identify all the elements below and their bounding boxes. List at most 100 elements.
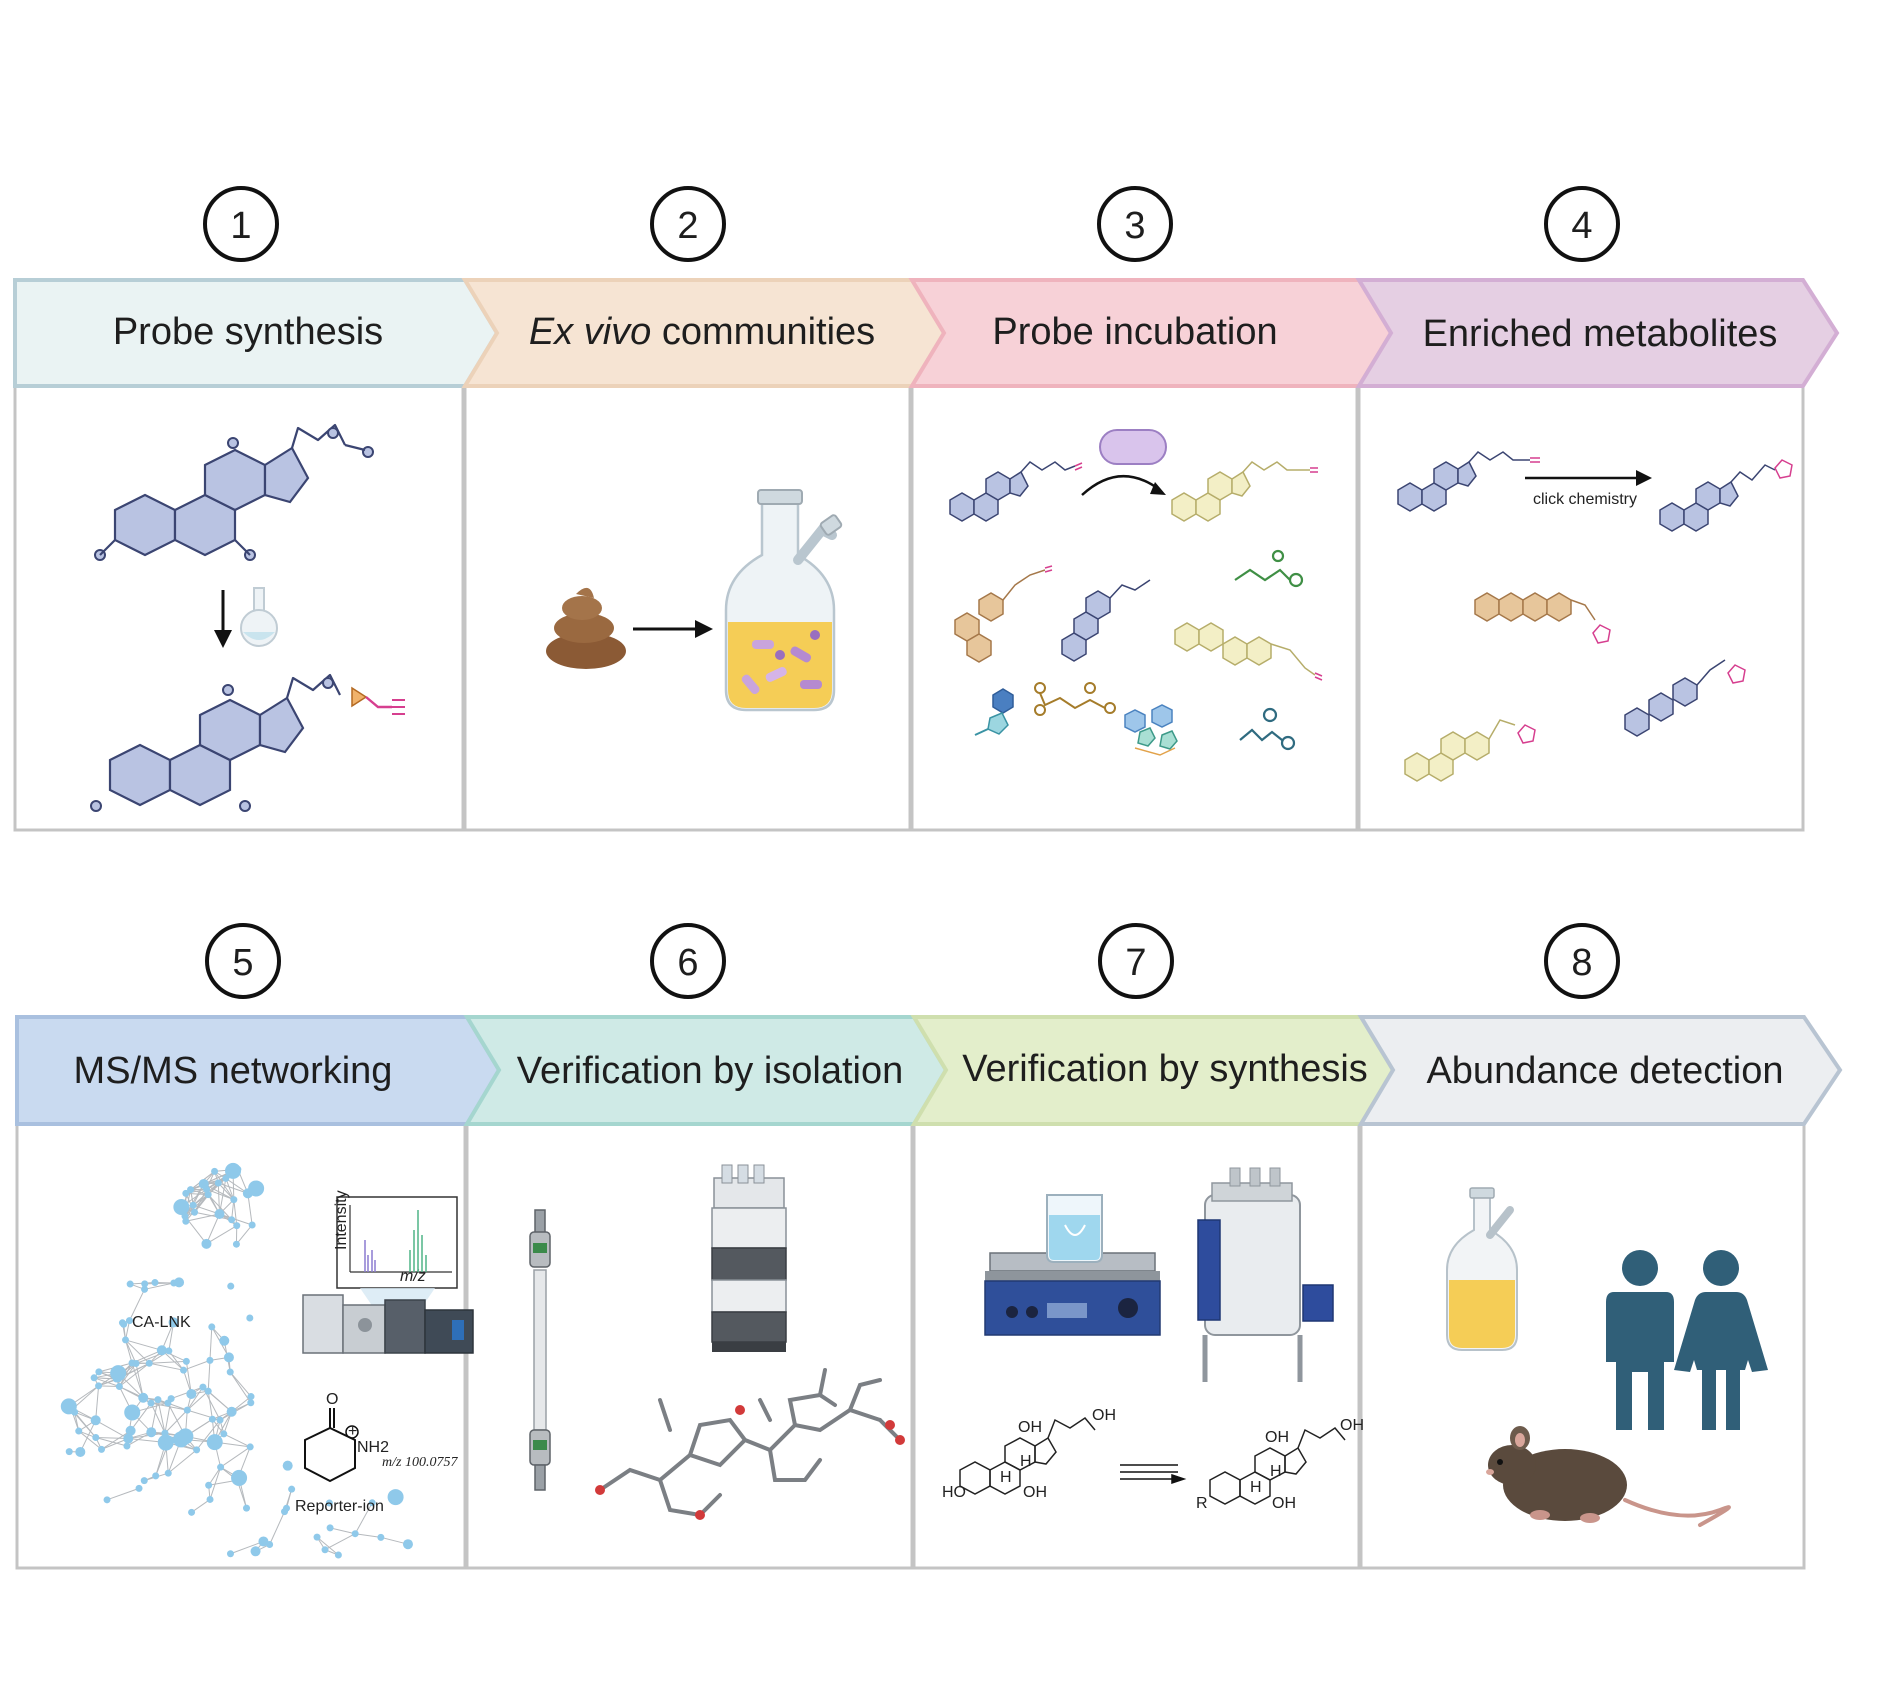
network-node <box>208 1415 216 1423</box>
network-edge <box>191 1499 211 1513</box>
network-node <box>226 1368 234 1376</box>
network-edge <box>225 1178 235 1200</box>
network-node <box>258 1536 269 1547</box>
network-node <box>138 1392 149 1403</box>
step-title-6: Verification by isolation <box>517 1050 904 1092</box>
network-edge <box>161 1322 175 1351</box>
network-node <box>187 1186 195 1194</box>
step-title-2-italic: Ex vivo <box>529 311 651 353</box>
network-edge <box>78 1430 102 1450</box>
network-node <box>95 1382 103 1390</box>
network-node <box>75 1446 86 1457</box>
network-node <box>214 1209 225 1220</box>
network-edge <box>219 1178 227 1215</box>
network-node <box>204 1387 212 1395</box>
step-number-7: 7 <box>1125 942 1146 984</box>
yellow-linked-molecule <box>1404 719 1536 782</box>
click-chemistry-label: click chemistry <box>1533 491 1637 508</box>
network-node <box>206 1495 214 1503</box>
network-node <box>246 1314 254 1322</box>
network-edge <box>150 1402 166 1434</box>
network-node <box>186 1389 197 1400</box>
step-title-2: Ex vivo communities <box>529 311 875 353</box>
network-node <box>313 1533 321 1541</box>
step-number-3-circle: 3 <box>1097 186 1173 262</box>
molecular-network <box>60 1162 413 1559</box>
culture-bottle-icon <box>724 489 843 712</box>
network-node <box>334 1551 342 1559</box>
network-node <box>118 1319 126 1327</box>
mouse-icon <box>1486 1426 1731 1527</box>
network-node <box>125 1425 136 1436</box>
ms-spectrum-inset: Intensity m/z <box>333 1190 458 1310</box>
steroid-probe-molecule-bottom <box>90 673 405 812</box>
network-node <box>180 1366 188 1374</box>
network-node <box>189 1201 197 1209</box>
network-node <box>164 1436 175 1447</box>
step-title-8: Abundance detection <box>1426 1050 1783 1092</box>
network-node <box>126 1280 134 1288</box>
reporter-ion-structure: O + NH2 <box>304 1391 389 1483</box>
curved-arrow <box>1081 475 1161 496</box>
curved-arrow-head <box>1150 482 1166 495</box>
oh-label-2: OH <box>1092 1407 1116 1424</box>
network-edge <box>186 1390 209 1411</box>
network-node <box>98 1445 106 1453</box>
network-node <box>211 1167 219 1175</box>
network-node <box>152 1472 160 1480</box>
network-node <box>90 1415 101 1426</box>
step-number-2: 2 <box>677 205 698 247</box>
network-node <box>65 1448 73 1456</box>
network-edge <box>93 1377 120 1388</box>
network-edge <box>329 1527 356 1535</box>
beaker-icon <box>1046 1194 1103 1263</box>
network-node <box>223 1352 234 1363</box>
green-fatty-acid <box>1234 549 1304 588</box>
step-number-8: 8 <box>1571 942 1592 984</box>
network-edge <box>217 1182 235 1200</box>
network-edge <box>247 1193 253 1226</box>
network-node <box>198 1178 209 1189</box>
network-edge <box>131 1362 144 1398</box>
teal-fatty-acid <box>1239 707 1296 751</box>
network-edge <box>119 1362 150 1387</box>
panel-4 <box>1357 383 1805 832</box>
network-edge <box>144 1282 174 1290</box>
network-node <box>288 1485 296 1493</box>
charge-plus: + <box>348 1423 357 1440</box>
network-node <box>230 1196 238 1204</box>
network-node <box>165 1347 173 1355</box>
network-node <box>242 1188 253 1199</box>
network-edge <box>220 1446 251 1468</box>
network-edge <box>95 1437 128 1447</box>
network-edge <box>149 1360 187 1364</box>
nucleotide-molecule <box>1124 704 1178 756</box>
hplc-column-icon <box>529 1209 551 1491</box>
r-label: R <box>1196 1495 1208 1512</box>
step-number-2-circle: 2 <box>650 186 726 262</box>
network-node <box>351 1530 359 1538</box>
step-number-6: 6 <box>677 942 698 984</box>
hplc-instrument-icon <box>711 1164 787 1352</box>
network-node <box>225 1162 242 1179</box>
network-node <box>321 1546 329 1554</box>
nh2-label: NH2 <box>357 1439 389 1456</box>
network-node <box>164 1399 172 1407</box>
network-node <box>283 1504 291 1512</box>
network-edge <box>207 1391 213 1420</box>
network-node <box>92 1434 100 1442</box>
network-edge <box>149 1362 184 1371</box>
network-node <box>125 1317 133 1325</box>
yellow-probe-molecule <box>1171 461 1318 522</box>
network-node <box>204 1191 212 1199</box>
network-edge <box>129 1289 146 1321</box>
network-node <box>182 1217 190 1225</box>
network-node <box>387 1489 404 1506</box>
oh-label-4: OH <box>1265 1429 1289 1446</box>
network-node <box>201 1238 212 1249</box>
network-node <box>141 1285 149 1293</box>
network-edge <box>150 1399 159 1433</box>
step-number-7-circle: 7 <box>1098 923 1174 999</box>
network-node <box>115 1383 123 1391</box>
network-node <box>123 1433 134 1444</box>
